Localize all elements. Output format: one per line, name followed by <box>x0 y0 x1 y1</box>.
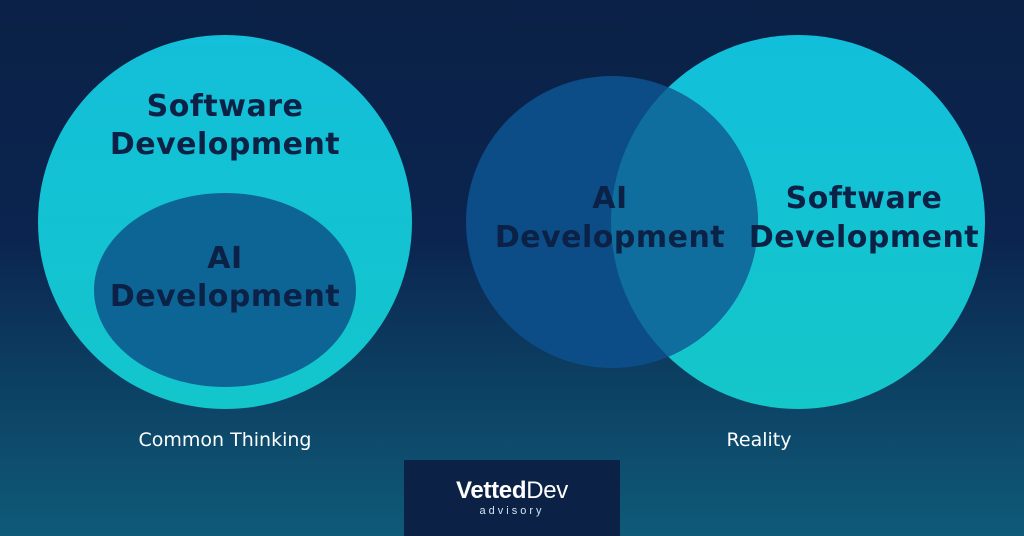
common-outer-label-1: Software <box>147 89 304 124</box>
reality-ai-label-1: AI <box>592 181 627 216</box>
common-inner-label-1: AI <box>207 241 242 276</box>
vetteddev-logo: VettedDev advisory <box>404 460 620 536</box>
reality-overlap-region <box>611 76 758 368</box>
reality-software-label-1: Software <box>786 181 943 216</box>
ai-dev-inner-ellipse <box>94 193 356 387</box>
reality-ai-label-2: Development <box>495 220 725 255</box>
common-inner-label-2: Development <box>110 279 340 314</box>
logo-tagline: advisory <box>479 505 545 517</box>
logo-wordmark: VettedDev <box>456 479 568 503</box>
common-outer-label-2: Development <box>110 127 340 162</box>
logo-brand-dev: Dev <box>526 477 568 504</box>
reality-software-label-2: Development <box>749 220 979 255</box>
caption-common-thinking: Common Thinking <box>138 429 312 451</box>
logo-brand-vetted: Vetted <box>455 477 527 504</box>
caption-reality: Reality <box>726 429 792 451</box>
